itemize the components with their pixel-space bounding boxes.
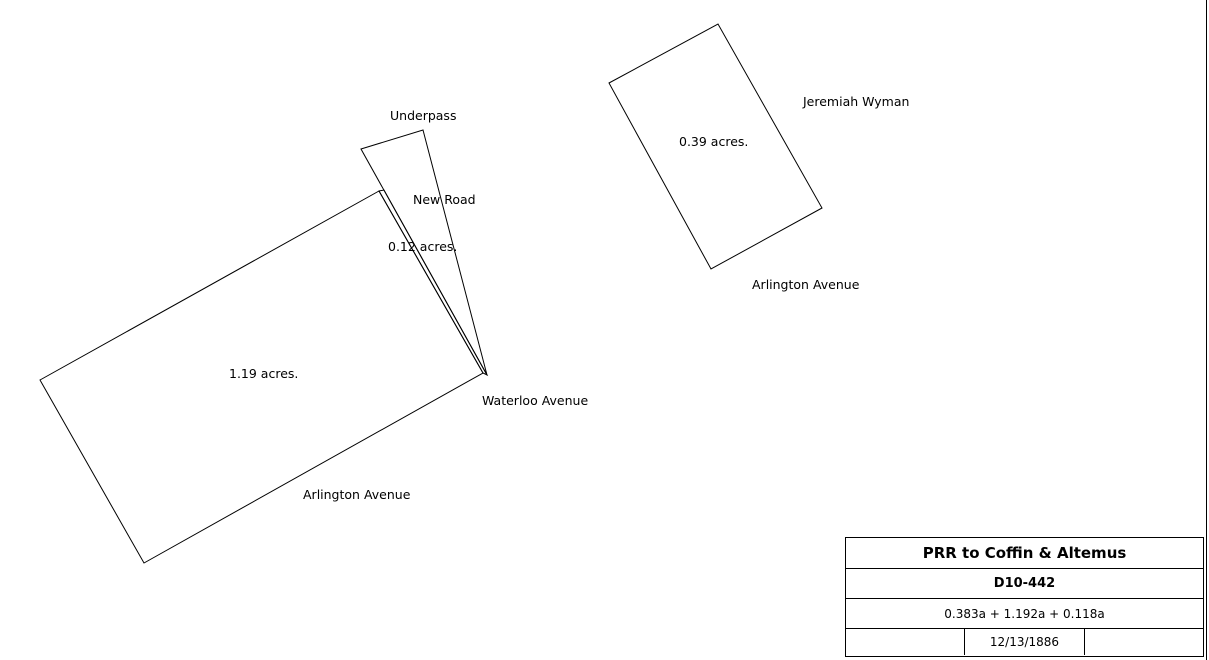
- parcel-right: [608, 23, 823, 270]
- title-block: PRR to Coffin & Altemus D10-442 0.383a +…: [845, 537, 1204, 657]
- title-block-left-cell: [846, 629, 965, 655]
- title-block-title: PRR to Coffin & Altemus: [846, 538, 1203, 569]
- parcel-triangle: [360, 129, 488, 376]
- label-arlington-avenue-lower: Arlington Avenue: [303, 487, 411, 502]
- label-underpass: Underpass: [390, 108, 456, 123]
- title-block-date: 12/13/1886: [965, 629, 1085, 655]
- label-neighbor: Jeremiah Wyman: [802, 94, 909, 109]
- title-block-footer-row: 12/13/1886: [846, 629, 1203, 655]
- label-right-parcel-area: 0.39 acres.: [679, 134, 748, 149]
- title-block-doc-number: D10-442: [846, 569, 1203, 599]
- label-large-parcel-area: 1.19 acres.: [229, 366, 298, 381]
- page-right-border: [1206, 0, 1207, 660]
- parcel-strip: [378, 189, 489, 377]
- label-waterloo-avenue: Waterloo Avenue: [482, 393, 588, 408]
- title-block-right-cell: [1085, 629, 1203, 655]
- label-small-parcel-area: 0.12 acres.: [388, 239, 457, 254]
- label-arlington-avenue-upper: Arlington Avenue: [752, 277, 860, 292]
- title-block-areas: 0.383a + 1.192a + 0.118a: [846, 599, 1203, 629]
- label-new-road: New Road: [413, 192, 476, 207]
